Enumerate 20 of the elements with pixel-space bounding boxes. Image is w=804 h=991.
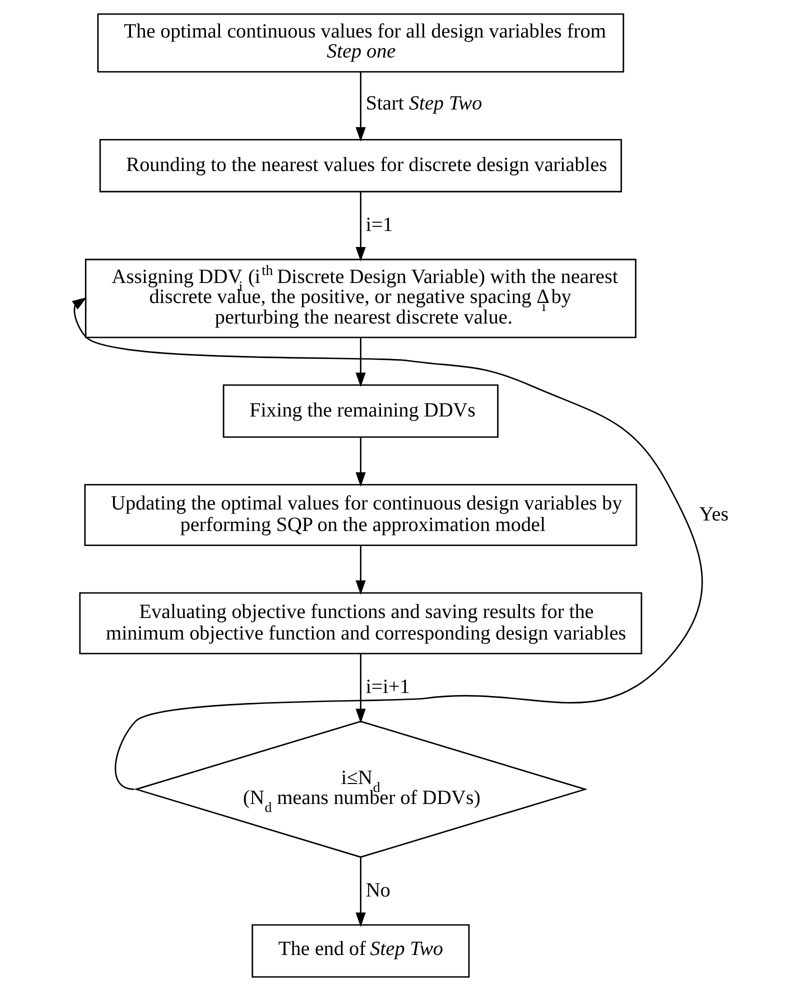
arrow [356, 72, 366, 142]
node-box: Fixing the remaining DDVs [222, 384, 499, 438]
edge-label: Yes [699, 503, 729, 526]
edge-label: i=1 [366, 214, 393, 236]
arrow [72, 297, 703, 790]
node-box: The end of Step Two [252, 924, 470, 978]
edge-label: No [366, 879, 390, 902]
arrow [356, 654, 366, 724]
node-box: The optimal continuous values for all design variables from Step one [97, 13, 624, 73]
node-diamond: i≤N$_{d}$ (N$_{d}$ means number of DDVs) [134, 720, 588, 858]
edge-label: Start Step Two [366, 92, 482, 115]
arrow [356, 546, 366, 595]
arrow [356, 338, 366, 388]
edge-label: i=i+1 [366, 676, 410, 698]
arrow [356, 437, 366, 487]
node-box: Evaluating objective functions and saving results for the minimum objective function and corresponding design variables [79, 592, 642, 654]
arrow [356, 192, 366, 262]
node-box: Rounding to the nearest values for discrete design variables [99, 138, 622, 192]
node-box: Updating the optimal values for continuous design variables by performing SQP on the approximation model [84, 484, 638, 546]
arrow [356, 857, 366, 928]
